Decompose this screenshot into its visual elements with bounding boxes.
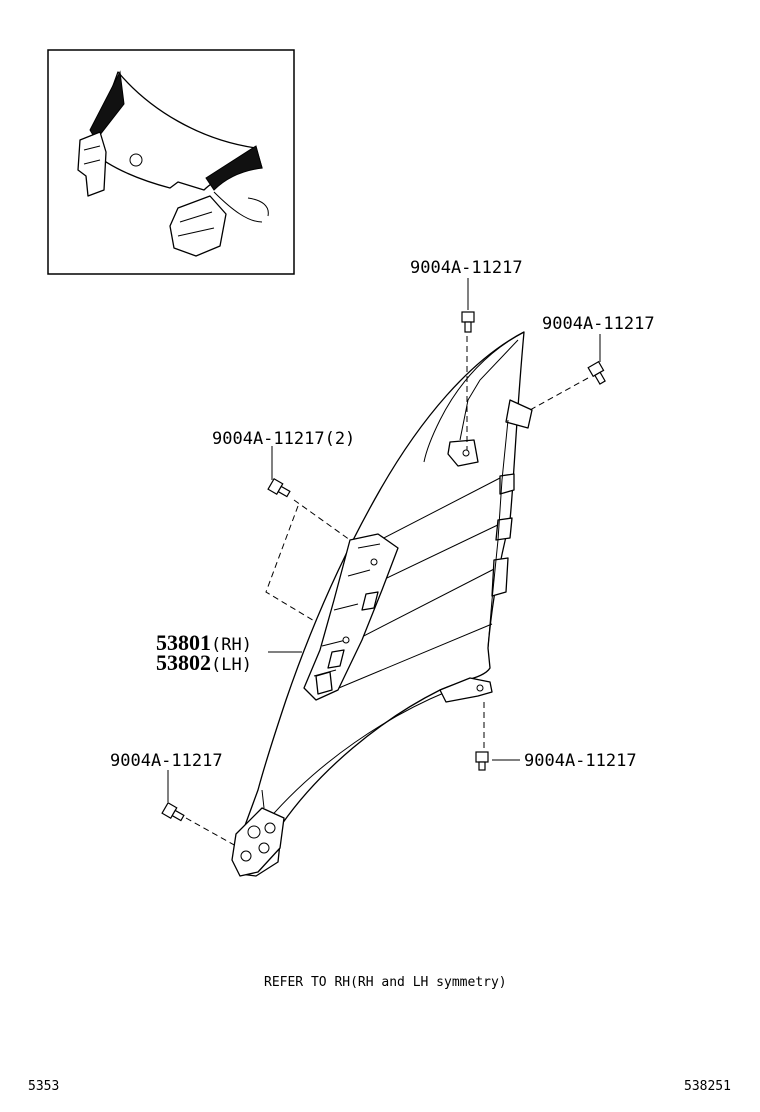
symmetry-note: REFER TO RH(RH and LH symmetry) [264,975,507,990]
footer-left-code: 5353 [28,1079,59,1094]
bolt-top-center [461,311,475,333]
callout-left-upper: 9004A-11217(2) [212,429,355,449]
callout-top-center: 9004A-11217 [410,258,523,278]
bolt-right-lower [475,751,489,771]
callout-left-lower: 9004A-11217 [110,751,223,771]
bolt-left-upper [267,477,291,498]
location-inset [47,49,295,275]
part-number-lh: 53802(LH) [156,650,252,675]
leader-lines [167,278,601,802]
assembly-lines [185,336,589,847]
part-number-rh: 53801(RH) [156,630,252,655]
footer-right-code: 538251 [684,1079,731,1094]
callout-right-lower: 9004A-11217 [524,751,637,771]
bolt-top-right [587,360,606,385]
fender-liner-part [231,331,533,877]
bolt-left-lower [161,801,185,822]
callout-top-right: 9004A-11217 [542,314,655,334]
